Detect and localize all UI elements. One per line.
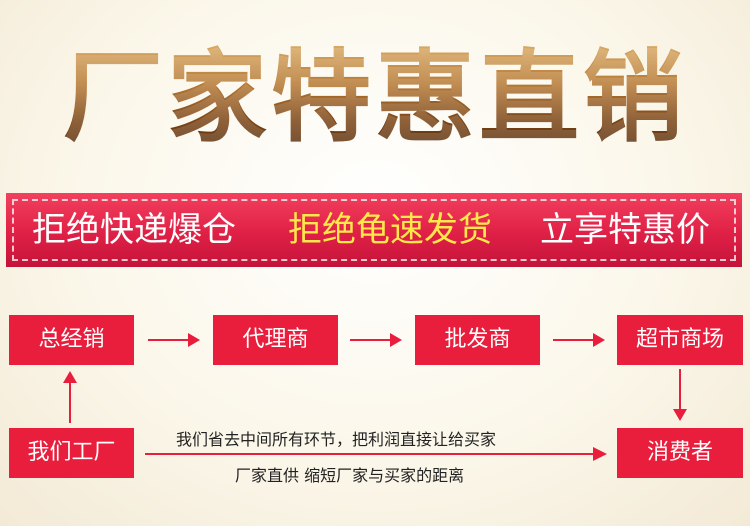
arrow-long-right-icon: [145, 447, 607, 461]
note-line-1: 我们省去中间所有环节，把利润直接让给买家: [176, 430, 497, 449]
arrow-up-icon: [63, 371, 77, 423]
promo-banner: 拒绝快递爆仓 拒绝龟速发货 立享特惠价: [6, 193, 742, 267]
box-agent: 代理商: [213, 315, 338, 365]
box-supermarket: 超市商场: [617, 315, 743, 365]
headline-title: 厂家特惠直销: [0, 38, 750, 158]
arrow-right-icon: [148, 333, 200, 347]
arrow-right-icon: [553, 333, 605, 347]
banner-item-no-warehouse-overflow: 拒绝快递爆仓: [32, 210, 236, 250]
arrow-right-icon: [350, 333, 402, 347]
arrow-down-icon: [673, 369, 687, 421]
box-consumer: 消费者: [617, 428, 743, 478]
box-wholesaler: 批发商: [415, 315, 540, 365]
box-general-manager: 总经销: [9, 315, 134, 365]
banner-dashed-border: [12, 199, 736, 261]
banner-item-no-slow-shipping: 拒绝龟速发货: [288, 210, 492, 250]
box-our-factory: 我们工厂: [9, 428, 134, 478]
banner-item-special-price: 立享特惠价: [540, 210, 710, 250]
note-line-2: 厂家直供 缩短厂家与买家的距离: [235, 466, 465, 485]
